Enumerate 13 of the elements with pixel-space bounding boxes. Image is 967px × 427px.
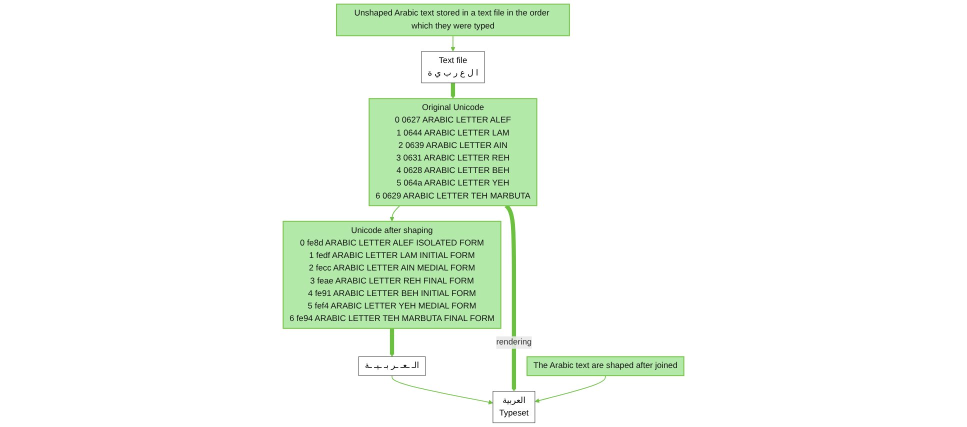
arrow [390,328,394,357]
node-box: Unicode after shaping 0 fe8d ARABIC LETTER ALEF ISOLATED FORM 1 fedf ARABIC LETTER LAM INITIAL FORM 2 fecc ARABIC LETTER AIN MEDIAL FORM 3 feae ARABIC LETTER REH FINAL FORM 4 fe91 ARABIC LETTER BEH INITIAL FORM 5 fef4 ARABIC LETTER YEH MEDIAL FORM 6 fe94 ARABIC LETTER TEH MARBUTA FINAL FORM [282,220,502,329]
arrow [504,204,516,392]
arrow [450,35,456,52]
arrow [534,375,606,403]
arrow [390,205,400,222]
edge-label: rendering [496,338,532,347]
arrow [392,375,494,404]
node-box: The Arabic text are shaped after joined [526,356,684,376]
arrow [450,82,456,99]
node-box: ﺍﻟـ ـﻌـ ـﺮ ﺑـ ـﻴـ ـﺔ [358,356,426,376]
node-box: Unshaped Arabic text stored in a text file in the order which they were typed [336,4,570,36]
node-box: Original Unicode 0 0627 ARABIC LETTER ALEF 1 0644 ARABIC LETTER LAM 2 0639 ARABIC LETTER AIN 3 0631 ARABIC LETTER REH 4 0628 ARABIC LETTER BEH 5 064a ARABIC LETTER YEH 6 0629 ARABIC LETTER TEH MARBUTA [368,98,538,206]
